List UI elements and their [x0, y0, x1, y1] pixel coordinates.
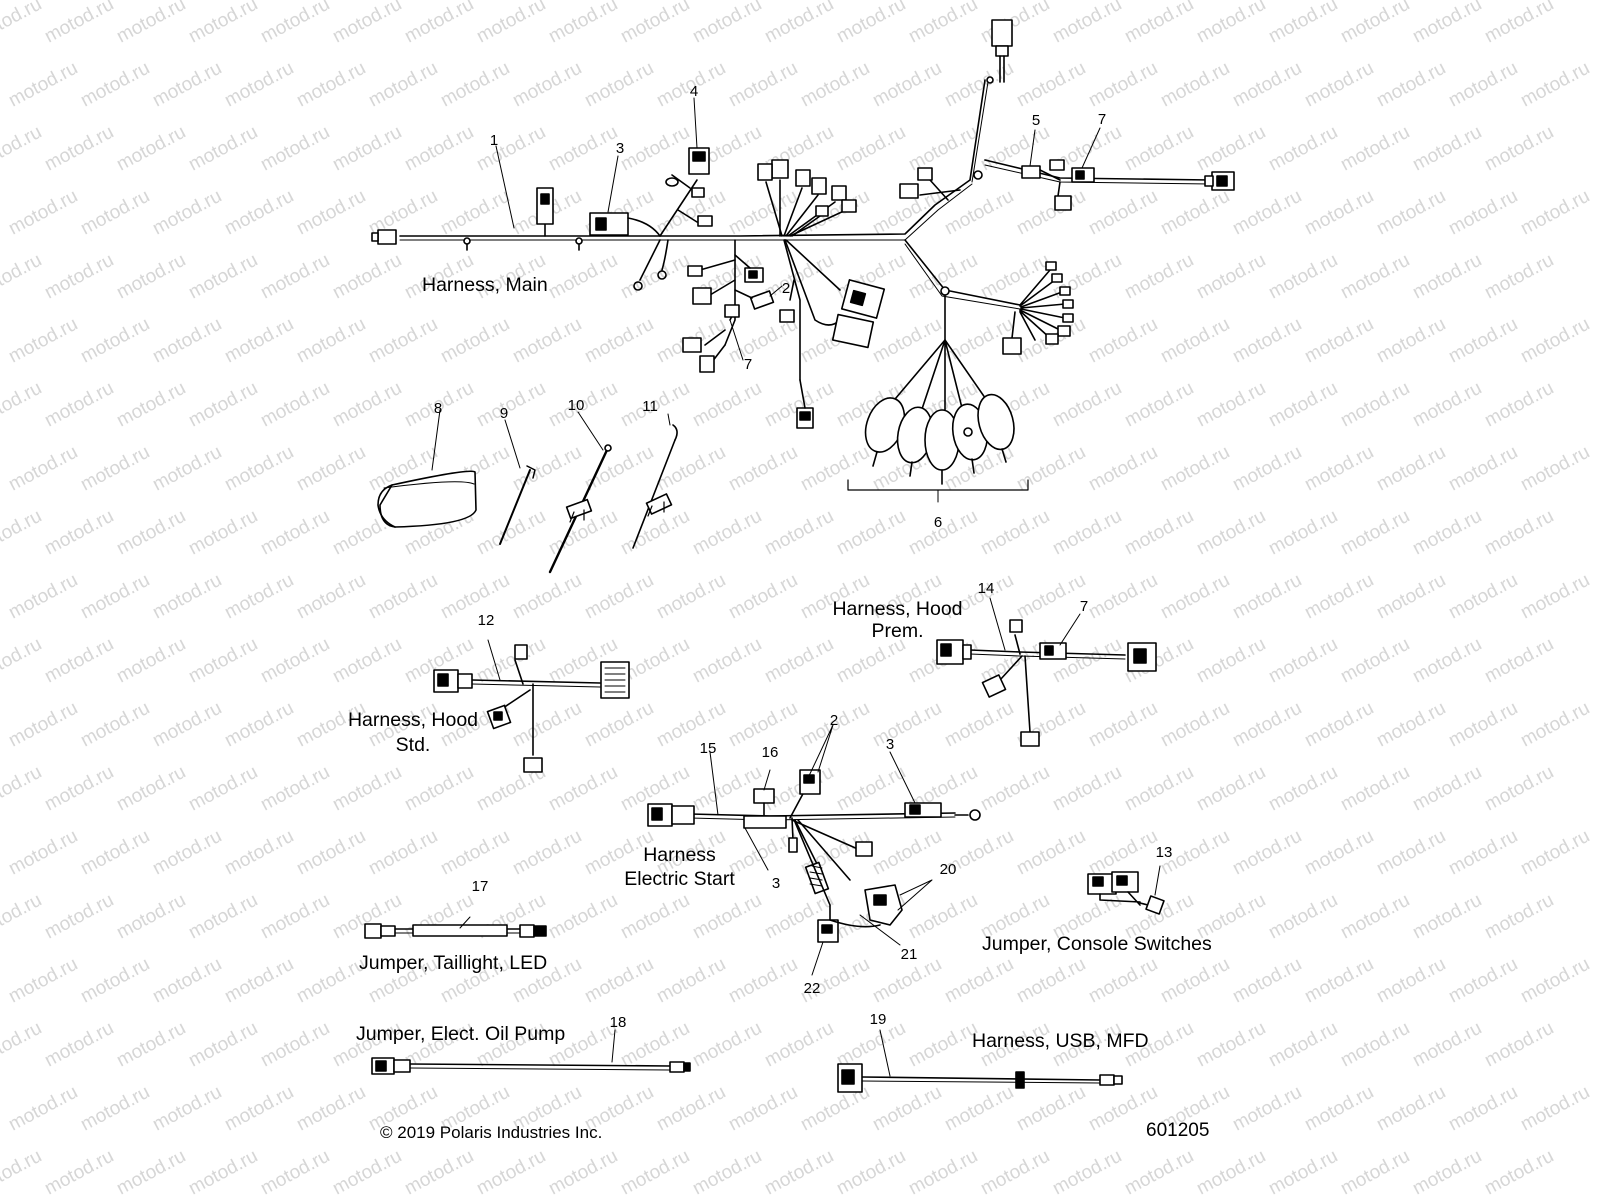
callout-9: 9	[499, 405, 509, 422]
harness-hood-std	[433, 644, 630, 773]
harness-hood-prem	[936, 619, 1157, 747]
harness-usb	[837, 1029, 1123, 1093]
callout-3: 3	[615, 140, 625, 157]
harness-main	[371, 19, 1235, 503]
copyright-text: © 2019 Polaris Industries Inc.	[380, 1123, 603, 1142]
callout-2b: 2	[829, 712, 839, 729]
drawing-number: 601205	[1146, 1120, 1210, 1141]
jumper-console-switches	[1087, 865, 1165, 915]
callout-3b: 3	[885, 736, 895, 753]
label-harness-usb: Harness, USB, MFD	[972, 1030, 1149, 1052]
callout-4: 4	[689, 83, 699, 100]
callout-19: 19	[869, 1011, 887, 1028]
label-jumper-oil-pump: Jumper, Elect. Oil Pump	[356, 1023, 566, 1045]
callout-5: 5	[1031, 112, 1041, 129]
label-jumper-taillight: Jumper, Taillight, LED	[359, 952, 548, 974]
callout-11: 11	[642, 398, 658, 415]
callout-3c: 3	[771, 875, 781, 892]
callout-17: 17	[471, 878, 489, 895]
harness-electric-start	[647, 769, 981, 943]
callout-8: 8	[433, 400, 443, 417]
callout-15: 15	[699, 740, 717, 757]
label-harness-electric-start: Harness Electric Start	[624, 844, 735, 890]
callout-1: 1	[489, 132, 499, 149]
callout-7: 7	[1097, 111, 1107, 128]
callout-18: 18	[609, 1014, 627, 1031]
callout-22: 22	[803, 980, 821, 997]
label-harness-main: Harness, Main	[422, 274, 548, 296]
loose-parts	[377, 424, 678, 574]
leader-lines	[431, 97, 1101, 976]
callout-10: 10	[567, 397, 585, 414]
callout-6: 6	[933, 514, 943, 531]
callout-14: 14	[977, 580, 995, 597]
jumper-oil-pump	[371, 1029, 691, 1075]
callout-2: 2	[781, 280, 791, 297]
callout-7c: 7	[1079, 598, 1089, 615]
label-harness-hood-prem: Harness, Hood Prem.	[832, 598, 963, 642]
callout-21: 21	[900, 946, 918, 963]
label-jumper-console-switches: Jumper, Console Switches	[982, 933, 1212, 955]
label-harness-hood-std: Harness, Hood Std.	[347, 709, 479, 756]
jumper-taillight	[364, 916, 547, 939]
callout-7b: 7	[743, 356, 753, 373]
callout-20: 20	[939, 861, 957, 878]
callout-12: 12	[477, 612, 495, 629]
callout-16: 16	[761, 744, 779, 761]
callout-13: 13	[1155, 844, 1173, 861]
